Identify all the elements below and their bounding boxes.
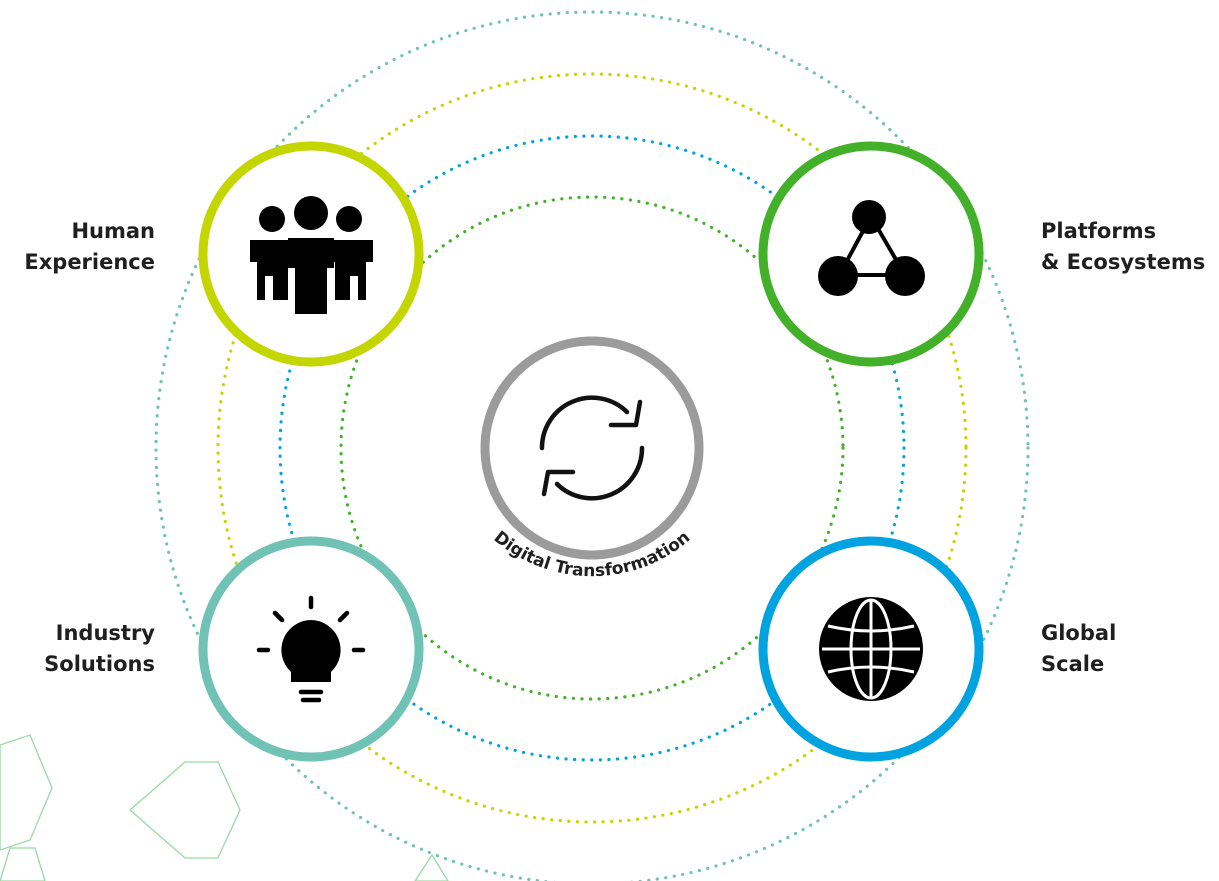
label-human-experience: Human Experience — [24, 216, 155, 278]
platforms-ecosystems-ring — [758, 141, 984, 367]
pillar-industry-solutions — [198, 536, 424, 762]
label-line: Experience — [24, 250, 155, 274]
label-line: Platforms — [1041, 219, 1157, 243]
label-platforms-ecosystems: Platforms & Ecosystems — [1041, 216, 1205, 278]
connected-nodes-icon — [818, 200, 925, 296]
label-line: Human — [71, 219, 155, 243]
decorative-hexagons — [0, 734, 449, 881]
label-line: Global — [1041, 621, 1117, 645]
inner-orbit-ring — [339, 195, 845, 701]
center-node: Digital Transformation — [480, 336, 704, 581]
pillar-global-scale — [758, 536, 984, 762]
third-orbit-ring — [278, 134, 906, 762]
pillar-human-experience — [198, 141, 424, 367]
orbit-rings — [154, 10, 1030, 881]
globe-icon — [819, 597, 923, 701]
label-line: Industry — [55, 621, 155, 645]
lightbulb-icon — [256, 595, 366, 703]
people-group-icon — [250, 196, 373, 314]
outer-orbit-ring — [154, 10, 1030, 881]
label-global-scale: Global Scale — [1041, 618, 1116, 680]
label-line: & Ecosystems — [1041, 250, 1206, 274]
label-line: Scale — [1041, 652, 1105, 676]
second-orbit-ring — [216, 72, 968, 824]
center-ring — [480, 336, 704, 560]
label-line: Solutions — [44, 652, 155, 676]
pillar-platforms-ecosystems — [758, 141, 984, 367]
refresh-cycle-icon — [539, 395, 645, 501]
label-industry-solutions: Industry Solutions — [44, 618, 155, 680]
